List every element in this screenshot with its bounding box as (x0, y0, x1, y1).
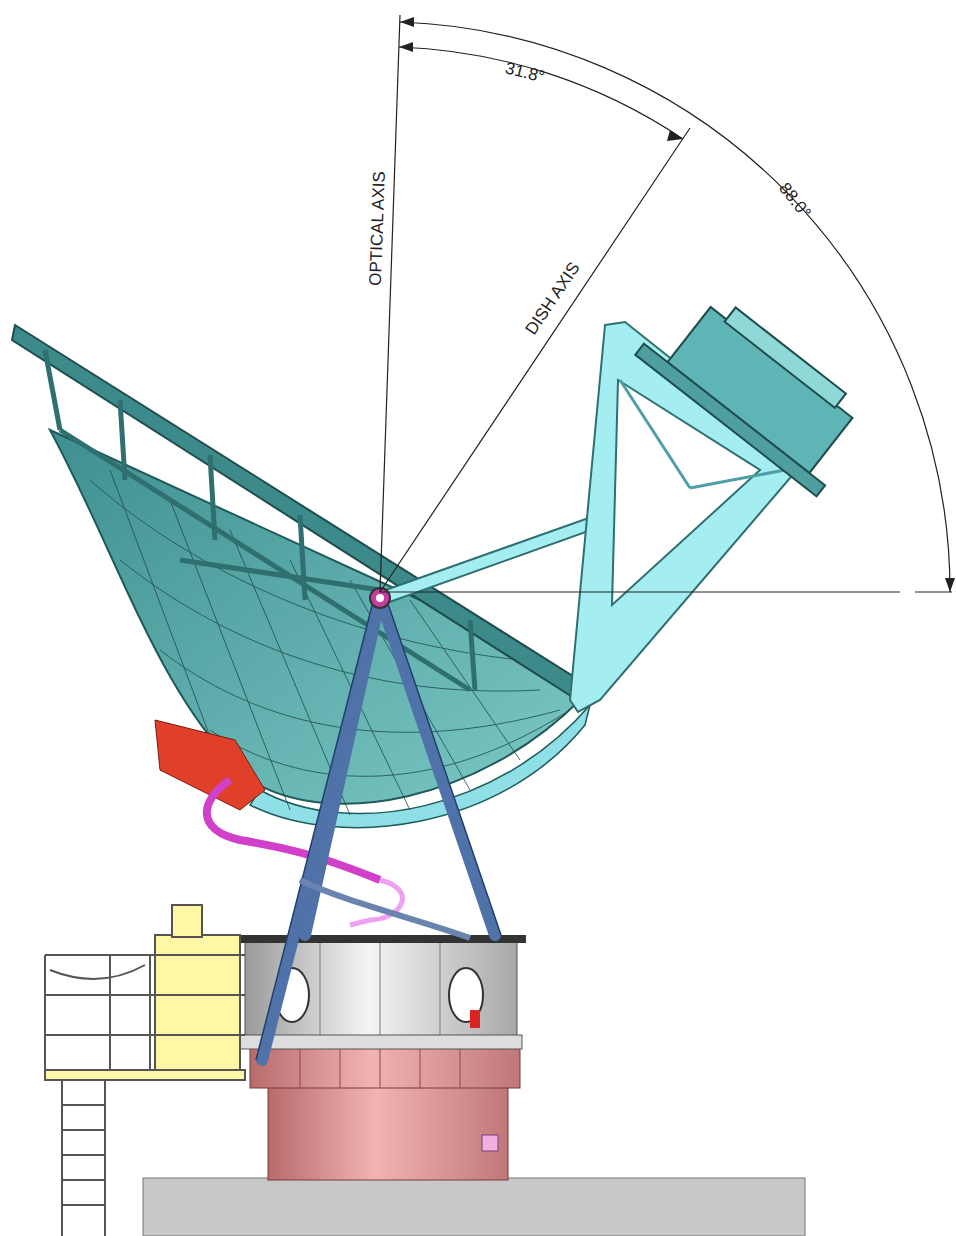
dimension-label: 88.0° (774, 177, 816, 223)
dimension-label: OPTICAL AXIS (365, 168, 388, 287)
dimension-label: DISH AXIS (521, 257, 585, 340)
dimension-label: 31.8° (501, 57, 548, 86)
